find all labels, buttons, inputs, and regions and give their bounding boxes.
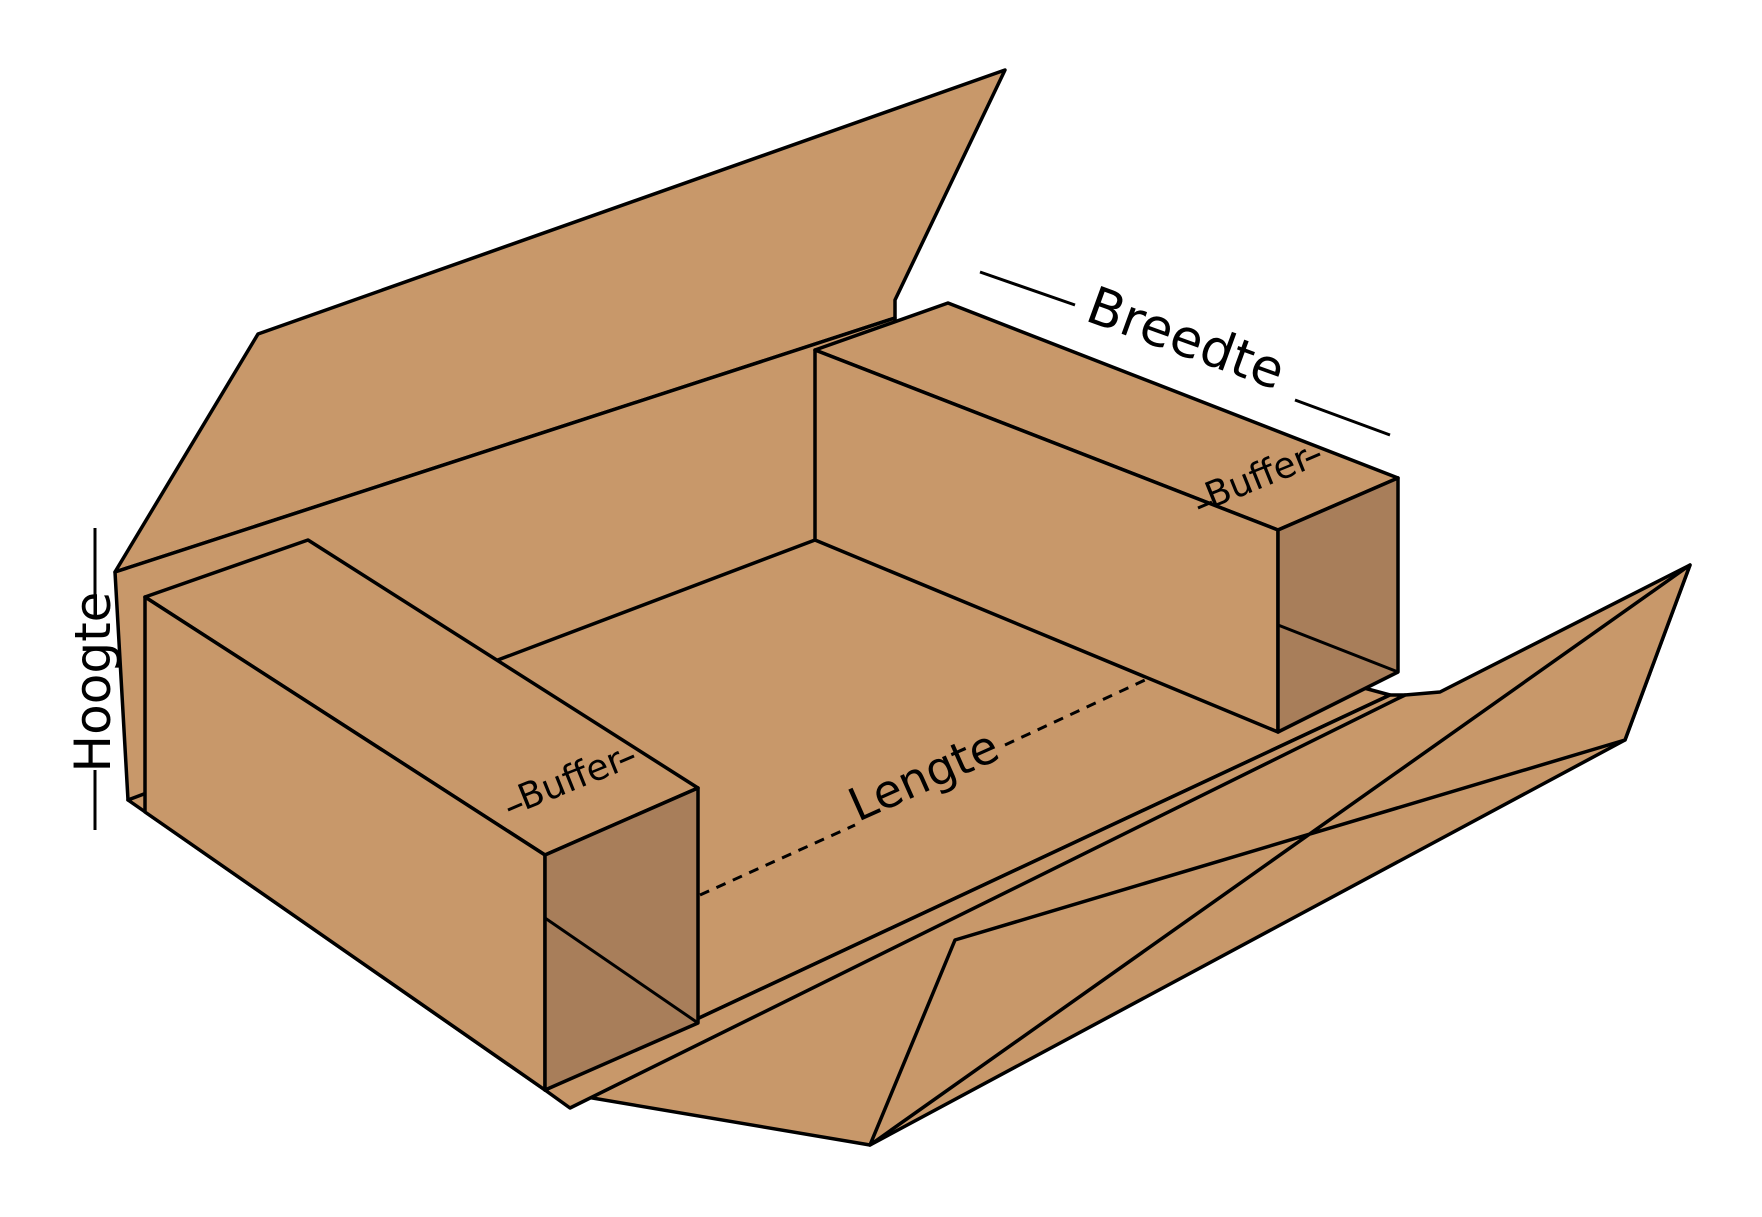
fold-strip [543, 693, 1407, 1110]
length-dimension-line-right [1004, 678, 1146, 747]
left-buffer-inner-edge [544, 916, 699, 1025]
left-buffer-dash-right [619, 754, 635, 764]
height-label: Hoogte [64, 592, 122, 773]
left-buffer-dash-left [507, 802, 523, 812]
right-buffer-dash-right [1305, 452, 1321, 462]
front-flap-lip [868, 563, 1692, 1147]
width-dimension-line-left [979, 270, 1076, 307]
right-buffer-inner-edge [1277, 623, 1399, 674]
width-dimension-line-right [1294, 398, 1391, 437]
right-buffer-dash-left [1197, 500, 1213, 510]
